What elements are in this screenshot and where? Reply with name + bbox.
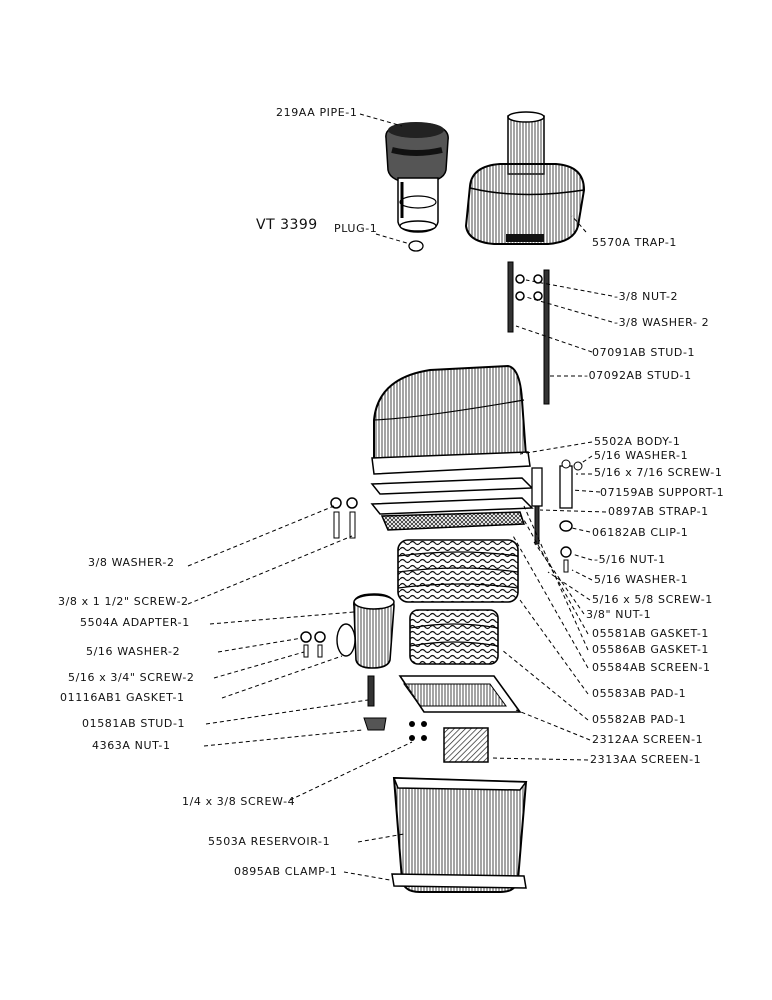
part-label-trap: 5570A TRAP-1 [592,236,678,249]
adapter-part [336,593,395,669]
part-label-clip: 06182AB CLIP-1 [592,526,689,539]
catalog-number: VT 3399 [256,217,318,233]
part-label-screw-516x716: 5/16 x 7/16 SCREW-1 [594,466,723,479]
part-label-gasket-05581: 05581AB GASKET-1 [592,627,710,640]
part-label-clamp: 0895AB CLAMP-1 [234,865,338,878]
part-label-strap: 0897AB STRAP-1 [608,505,709,518]
part-label-pad-05582: 05582AB PAD-1 [592,713,687,726]
part-label-nut-516: -5/16 NUT-1 [594,553,666,566]
part-label-washer-516-top: 5/16 WASHER-1 [594,449,689,462]
right-fasteners [531,459,583,573]
part-label-gasket-01116: 01116AB1 GASKET-1 [60,691,185,704]
part-label-screen-2313: 2313AA SCREEN-1 [590,753,702,766]
part-label-adapter: 5504A ADAPTER-1 [80,616,190,629]
part-label-washer-516-low: 5/16 WASHER-1 [594,573,689,586]
part-label-pad-05583: 05583AB PAD-1 [592,687,687,700]
part-label-plug: PLUG-1 [334,222,378,235]
leader-lines [187,113,613,881]
small-screen-part [443,727,489,763]
trap-part [464,111,586,245]
part-label-pipe: 219AA PIPE-1 [276,106,358,119]
part-label-reservoir: 5503A RESERVOIR-1 [208,835,331,848]
part-label-support: 07159AB SUPPORT-1 [600,486,725,499]
part-label-screw-14x38: 1/4 x 3/8 SCREW-4 [182,795,296,808]
part-label-nut-2: -3/8 NUT-2 [614,290,679,303]
body-part [371,364,531,475]
plug-part [408,240,424,252]
part-label-stud-07091: 07091AB STUD-1 [592,346,696,359]
pipe-part [385,122,449,233]
part-label-nut-4363: 4363A NUT-1 [92,739,171,752]
part-label-washer-38-left: 3/8 WASHER-2 [88,556,175,569]
clamp-part [391,873,527,889]
left-fasteners [300,497,427,741]
screen-tray-part [398,675,522,713]
part-label-stud-07092: -07092AB STUD-1 [584,369,692,382]
part-label-screw-516x34: 5/16 x 3/4" SCREW-2 [68,671,195,684]
part-label-stud-01581: 01581AB STUD-1 [82,717,186,730]
gasket-plates [370,477,534,531]
part-label-washer-516-left: 5/16 WASHER-2 [86,645,181,658]
part-label-washer-2-top: -3/8 WASHER- 2 [614,316,710,329]
part-label-screw-38x112: 3/8 x 1 1/2" SCREW-2 [58,595,189,608]
part-label-gasket-05586: 05586AB GASKET-1 [592,643,710,656]
part-label-screen-05584: 05584AB SCREEN-1 [592,661,711,674]
part-label-screw-516x58: 5/16 x 5/8 SCREW-1 [592,593,713,606]
part-label-screen-2312: 2312AA SCREEN-1 [592,733,704,746]
pad-parts [397,539,519,665]
part-label-nut-38: 3/8" NUT-1 [586,608,652,621]
part-label-body: 5502A BODY-1 [594,435,681,448]
